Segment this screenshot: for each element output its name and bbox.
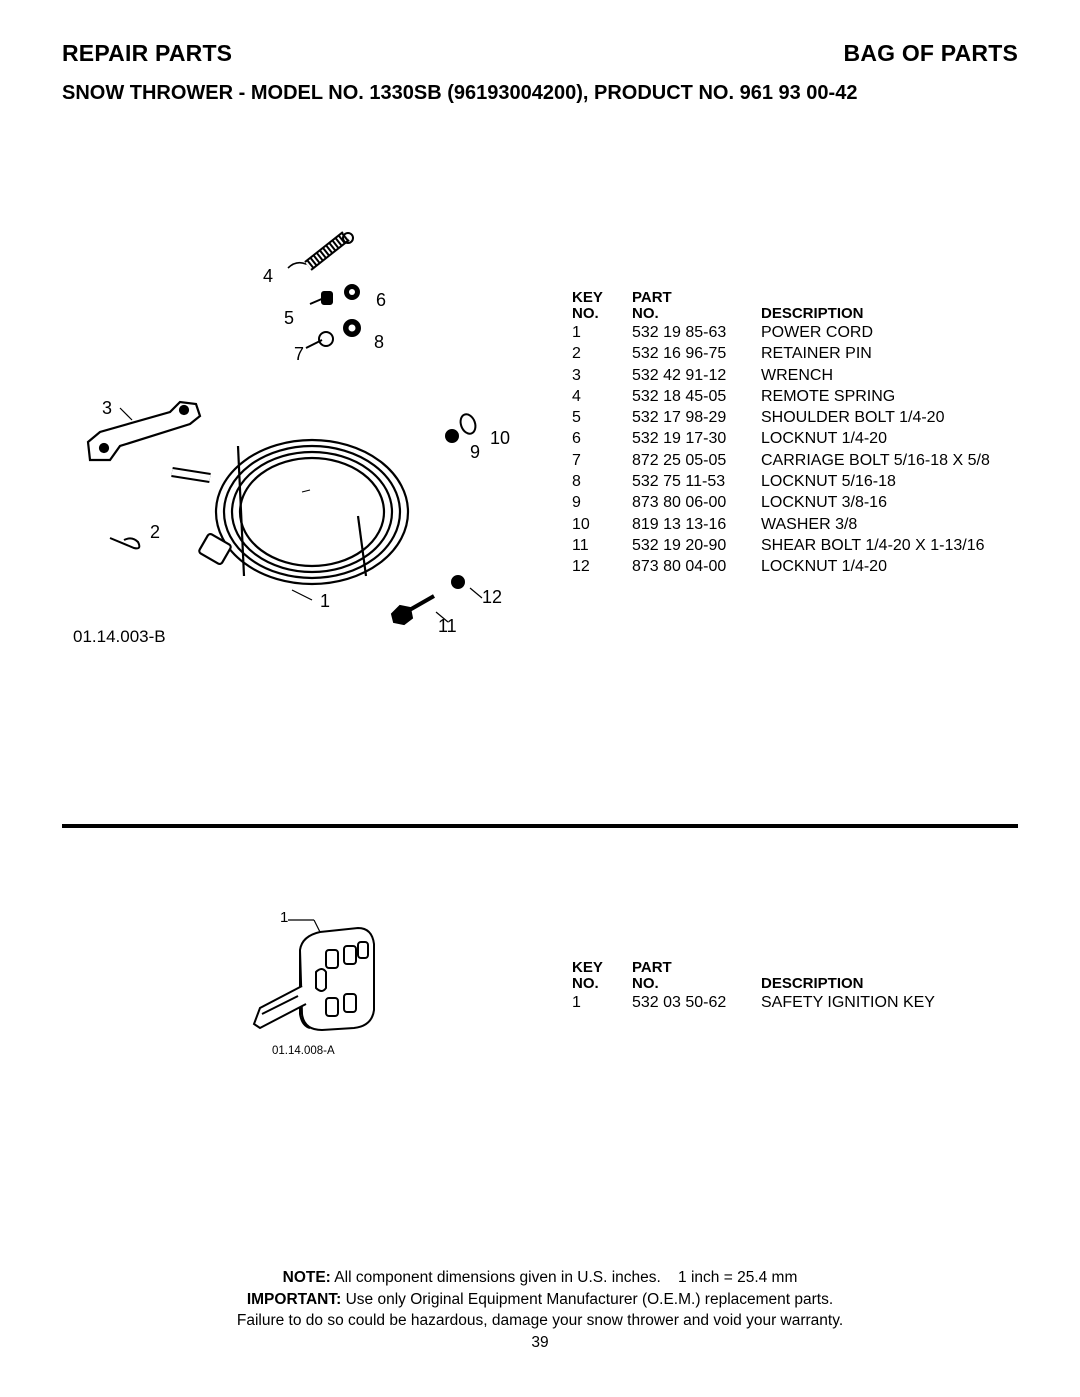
callout-7: 7 (294, 344, 305, 364)
locknut-icon (451, 575, 465, 589)
col-description-header: DESCRIPTION (761, 305, 864, 322)
part-number-cell: 532 16 96-75 (632, 345, 727, 363)
col-description-header: DESCRIPTION (761, 975, 864, 992)
description-cell: LOCKNUT 1/4-20 (761, 558, 887, 576)
part-number-cell: 532 17 98-29 (632, 409, 727, 427)
callout-4: 4 (263, 266, 274, 286)
part-number-cell: 532 75 11-53 (632, 473, 726, 491)
locknut-icon (344, 284, 360, 300)
table-row: 9 873 80 06-00 LOCKNUT 3/8-16 (572, 492, 990, 513)
figure-id: 01.14.008-A (272, 1045, 335, 1057)
callout-9: 9 (470, 442, 481, 462)
figure-id: 01.14.003-B (73, 627, 166, 646)
key-cell: 1 (572, 324, 581, 341)
table-row: 1 532 19 85-63 POWER CORD (572, 322, 990, 343)
part-number-cell: 873 80 06-00 (632, 494, 727, 512)
table-row: 11 532 19 20-90 SHEAR BOLT 1/4-20 X 1-13/1… (572, 535, 990, 556)
key-cell: 10 (572, 515, 590, 533)
part-number-cell: 532 19 17-30 (632, 430, 727, 448)
key-cell: 9 (572, 494, 581, 512)
table-row: 10 819 13 13-16 WASHER 3/8 (572, 514, 990, 535)
wrench-icon (86, 400, 202, 462)
carriage-bolt-icon (305, 331, 334, 349)
table-row: 8 532 75 11-53 LOCKNUT 5/16-18 (572, 471, 990, 492)
page-number: 39 (531, 1334, 549, 1351)
description-cell: WRENCH (761, 366, 833, 384)
part-number-cell: 532 03 50-62 (632, 994, 727, 1011)
key-cell: 2 (572, 345, 581, 363)
important-note: IMPORTANT: Use only Original Equipment M… (246, 1291, 834, 1308)
description-cell: REMOTE SPRING (761, 387, 896, 405)
key-cell: 8 (572, 473, 581, 491)
page-category: BAG OF PARTS (843, 40, 1018, 66)
key-cell: 12 (572, 558, 590, 576)
remote-spring-icon (287, 231, 354, 271)
key-cell: 5 (572, 409, 581, 427)
part-number-cell: 872 25 05-05 (632, 451, 727, 469)
callout-8: 8 (374, 332, 385, 352)
ignition-key-diagram (252, 919, 375, 1032)
description-cell: LOCKNUT 3/8-16 (761, 494, 887, 512)
table-row: 12 873 80 04-00 LOCKNUT 1/4-20 (572, 556, 990, 577)
callout-1: 1 (280, 909, 289, 926)
part-number-cell: 819 13 13-16 (632, 515, 727, 533)
model-subtitle: SNOW THROWER - MODEL NO. 1330SB (9619300… (62, 82, 858, 104)
callout-6: 6 (376, 290, 387, 310)
description-cell: CARRIAGE BOLT 5/16-18 X 5/8 (761, 451, 990, 469)
locknut-icon (343, 319, 361, 337)
table-row: 7 872 25 05-05 CARRIAGE BOLT 5/16-18 X 5/8 (572, 450, 990, 471)
description-cell: POWER CORD (761, 324, 873, 341)
description-cell: SAFETY IGNITION KEY (761, 994, 935, 1011)
callout-5: 5 (284, 308, 295, 328)
part-number-cell: 532 18 45-05 (632, 387, 727, 405)
callout-10: 10 (490, 428, 511, 448)
table-row: 5 532 17 98-29 SHOULDER BOLT 1/4-20 (572, 407, 990, 428)
dimensions-note: NOTE: All component dimensions given in … (282, 1269, 798, 1286)
retainer-pin-icon (109, 537, 141, 550)
part-number-cell: 532 19 85-63 (632, 324, 727, 341)
key-cell: 4 (572, 387, 581, 405)
part-number-cell: 873 80 04-00 (632, 558, 727, 576)
key-cell: 1 (572, 994, 581, 1011)
shear-bolt-icon (390, 594, 435, 626)
table-row: 4 532 18 45-05 REMOTE SPRING (572, 386, 990, 407)
part-number-cell: 532 19 20-90 (632, 536, 727, 554)
table-row: 2 532 16 96-75 RETAINER PIN (572, 343, 990, 364)
table-row: 3 532 42 91-12 WRENCH (572, 365, 990, 386)
callout-2: 2 (150, 522, 161, 542)
description-cell: LOCKNUT 1/4-20 (761, 430, 887, 448)
description-cell: WASHER 3/8 (761, 515, 858, 533)
table-row: 6 532 19 17-30 LOCKNUT 1/4-20 (572, 428, 990, 449)
callout-1: 1 (320, 591, 331, 611)
description-cell: SHEAR BOLT 1/4-20 X 1-13/16 (761, 536, 985, 554)
callout-11: 11 (438, 616, 457, 636)
key-cell: 6 (572, 430, 581, 448)
key-cell: 7 (572, 451, 581, 469)
warning-note: Failure to do so could be hazardous, dam… (236, 1312, 844, 1329)
washer-icon (445, 413, 477, 443)
shoulder-bolt-icon (309, 291, 333, 305)
callout-3: 3 (102, 398, 113, 418)
power-cord-icon (171, 438, 410, 586)
key-cell: 11 (572, 536, 589, 554)
bag-of-parts-diagram (86, 231, 483, 626)
section-title: REPAIR PARTS (62, 40, 233, 66)
callout-12: 12 (482, 587, 503, 607)
part-number-cell: 532 42 91-12 (632, 366, 727, 384)
description-cell: SHOULDER BOLT 1/4-20 (761, 409, 945, 427)
table-row: 1 532 03 50-62 SAFETY IGNITION KEY (572, 992, 935, 1013)
description-cell: LOCKNUT 5/16-18 (761, 473, 896, 491)
description-cell: RETAINER PIN (761, 345, 872, 363)
key-cell: 3 (572, 366, 581, 384)
section-divider (62, 824, 1018, 828)
